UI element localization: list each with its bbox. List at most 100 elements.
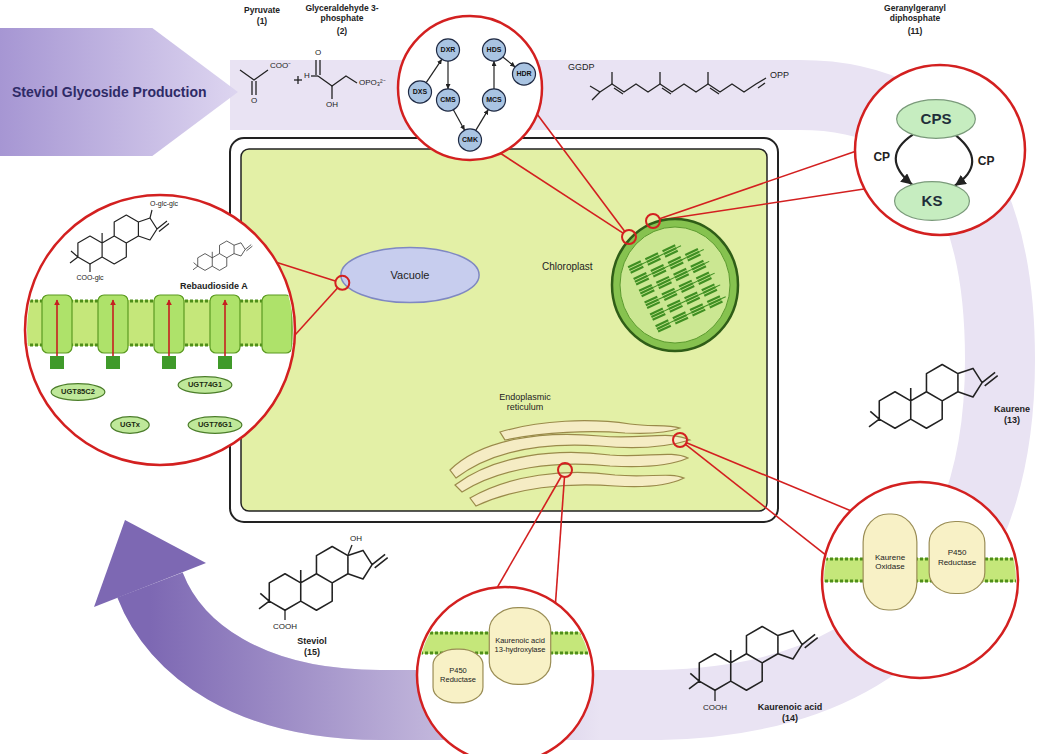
enzyme-circle-text: CMS: [440, 96, 456, 104]
compound-number: (1): [257, 17, 267, 27]
zoom-er-bottom-part: [417, 587, 593, 754]
zoom-vacuole-part-part: [57, 300, 225, 356]
zoom-leader-part: [277, 263, 335, 281]
lamella: [721, 297, 726, 299]
compound-number: (2): [337, 27, 347, 37]
chemical-structures-part: [710, 88, 719, 94]
compound-name: Kaurene: [994, 404, 1030, 414]
membrane-enzyme: P450 Reductase: [928, 520, 986, 595]
enzyme-blob-outline: [897, 100, 976, 139]
granum: [665, 250, 679, 258]
granum: [687, 253, 701, 261]
ugt-enzyme: UGT74G1: [177, 376, 233, 394]
enzyme-circle-outline: [482, 89, 505, 111]
zoom-er-right: [820, 482, 1020, 678]
granum: [630, 266, 644, 274]
chemical-structures-part: [614, 88, 623, 94]
zoom-mep: [398, 16, 542, 160]
chemical-structures-part: [662, 88, 671, 94]
zoom-er-right-part: [820, 558, 1020, 582]
zoom-vacuole-part: [20, 295, 300, 369]
compound-number: (11): [908, 27, 923, 37]
granum: [704, 289, 718, 297]
lamella: [705, 261, 710, 263]
enzyme-blob-outline: [895, 182, 970, 221]
enzyme-circle-text: MCS: [486, 96, 502, 104]
zoom-vacuole-part-part-part: [262, 295, 292, 353]
zoom-vacuole-part: [89, 264, 90, 272]
compound-name: Glyceraldehyde 3-phosphate: [302, 4, 382, 24]
zoom-vacuole-part-part: [50, 356, 232, 369]
zoom-marker: [335, 276, 349, 290]
enzyme-circle-outline: [482, 39, 505, 61]
lamella: [665, 266, 670, 268]
enzyme-blob-text: CPS: [921, 110, 952, 127]
endoplasmic-reticulum: [450, 421, 690, 506]
atom-label: COOH: [703, 703, 727, 712]
compound-name: Rebaudioside A: [180, 281, 248, 291]
chemical-structures-part: [259, 547, 388, 611]
reaction-arrow: [447, 61, 448, 89]
granum: [636, 278, 650, 286]
granum: [652, 313, 666, 321]
pathway-arrow-text: Steviol Glycoside Production: [12, 84, 206, 100]
zoom-er-right-part-part: [820, 558, 1020, 582]
lamella: [642, 262, 647, 264]
chemical-structures-part: [318, 76, 357, 86]
chloroplast: Chloroplast: [610, 217, 740, 353]
reaction-arrow: [955, 136, 972, 186]
ugt-enzyme: UGT76G1: [187, 416, 243, 434]
lamella: [664, 309, 669, 311]
lamella: [648, 274, 653, 276]
reaction-arrow: [453, 110, 464, 130]
membrane-enzyme-text: Kaurenoic acid 13-hydroxylase: [492, 637, 548, 654]
zoom-leader-part: [686, 444, 826, 554]
granum: [670, 262, 684, 270]
ugt-enzyme-outline: [178, 377, 232, 394]
enzyme-circle-outline: [408, 81, 431, 103]
lamella: [687, 269, 692, 271]
atom-label: H: [304, 71, 310, 80]
zoom-leader-part: [556, 477, 565, 603]
chemical-structures-part: [869, 365, 998, 429]
zoom-cps-part: [855, 65, 1025, 235]
zoom-leader-part: [673, 433, 687, 447]
chemical-structures-part: [758, 83, 765, 88]
arrow-outline: [0, 28, 238, 156]
chemical-structures-part: [255, 81, 256, 95]
plant-cell-part: [230, 138, 778, 522]
atom-label: COO-glc: [76, 274, 103, 282]
lamella: [704, 305, 709, 307]
granum: [669, 305, 683, 313]
membrane-enzyme: Kaurenoic acid 13-hydroxylase: [488, 606, 552, 686]
granum: [658, 325, 672, 333]
chemical-structures: [240, 60, 998, 701]
enzyme-circle: HDR: [512, 62, 536, 86]
zoom-vacuole-part: [150, 210, 152, 218]
zoom-vacuole-part-part-part: [218, 356, 232, 369]
chemical-structures-part: [240, 70, 268, 80]
flow-band-part: [94, 520, 206, 607]
atom-label: COO⁻: [270, 61, 291, 70]
lamella: [699, 250, 704, 252]
ugt-enzyme-text: UGTx: [120, 421, 140, 430]
vacuole-outline: [341, 247, 479, 302]
granum: [709, 301, 723, 309]
ugt-enzyme-text: UGT85C2: [61, 388, 95, 397]
zoom-cps: [855, 65, 1025, 235]
plant-cell-part: [241, 149, 767, 511]
lamella: [653, 285, 658, 287]
compound-name: Steviol: [297, 636, 327, 646]
compound-number: (13): [1004, 415, 1020, 425]
compound-name: Kaurenoic acid: [758, 702, 823, 712]
zoom-vacuole-part-part-part: [112, 300, 114, 356]
zoom-vacuole-part-part-part: [106, 356, 120, 369]
lamella: [682, 258, 687, 260]
chemical-structures-part: [297, 76, 298, 84]
atom-label: OH: [326, 100, 338, 109]
zoom-vacuole-part-part-part: [50, 356, 64, 369]
ugt-enzyme-outline: [51, 384, 105, 401]
atom-label: COOH: [273, 622, 297, 631]
membrane-enzyme: Kaurene Oxidase: [862, 512, 918, 612]
zoom-leader-part: [558, 463, 572, 477]
